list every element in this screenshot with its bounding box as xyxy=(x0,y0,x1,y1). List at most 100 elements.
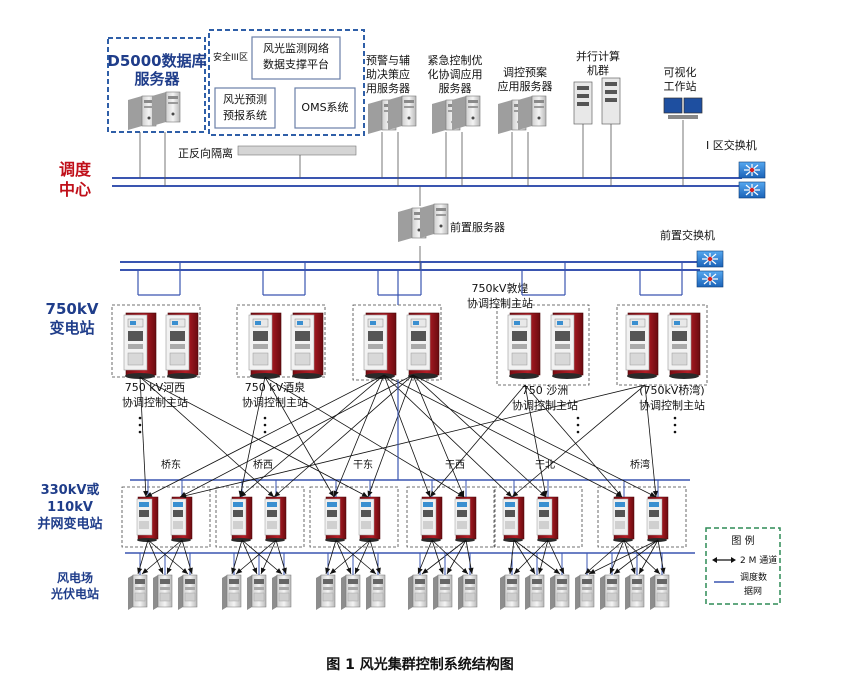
control-cabinet-icon xyxy=(123,312,157,380)
arrow-head-icon xyxy=(609,567,615,574)
ellipsis-dot xyxy=(138,416,142,420)
arrow-head-icon xyxy=(231,567,237,574)
arrow-head-icon xyxy=(653,567,660,574)
substation-box xyxy=(406,486,496,548)
arrow-head-icon xyxy=(281,567,287,574)
channel-link xyxy=(139,376,147,498)
arrow-head-icon xyxy=(505,490,512,497)
plant-cabinet-icon xyxy=(549,574,570,611)
station-750-subtitle: 协调控制主站 xyxy=(467,296,533,310)
zone1-switch-label: I 区交换机 xyxy=(706,138,757,152)
arrow-head-icon xyxy=(346,567,351,574)
channel-link xyxy=(141,539,183,575)
channel-link xyxy=(524,384,623,498)
control-cabinet-icon xyxy=(550,312,584,380)
legend-item2-2: 据网 xyxy=(744,585,762,597)
front-server-icon-2 xyxy=(419,203,449,239)
station-box xyxy=(352,304,442,381)
plan-label-2: 应用服务器 xyxy=(498,79,553,93)
channel-link xyxy=(412,374,465,498)
kv330-label-3: 并网变电站 xyxy=(37,516,102,532)
arrow-head-icon xyxy=(539,491,546,497)
wind-solar-plants xyxy=(127,539,670,611)
channel-link xyxy=(383,374,513,498)
channel-link xyxy=(367,374,414,498)
plan-server-icon-2 xyxy=(517,95,547,131)
wind-label-2: 光伏电站 xyxy=(50,586,99,601)
warning-label-3: 用服务器 xyxy=(366,82,410,95)
oms-box xyxy=(294,87,356,129)
station-750-name: (750kV桥湾) xyxy=(639,383,704,397)
zone1-switch-icon-2 xyxy=(738,181,766,199)
channel-link xyxy=(179,384,646,498)
channel-link xyxy=(333,374,385,498)
arrow-head-icon xyxy=(559,567,564,574)
front-switch-icon xyxy=(696,250,724,268)
channel-link xyxy=(264,376,465,498)
arrow-head-icon xyxy=(468,567,474,574)
arrow-head-icon xyxy=(375,567,381,574)
station-750-name: 750 沙洲 xyxy=(522,384,569,397)
zone1-switch-icon xyxy=(738,161,766,179)
channel-link xyxy=(145,374,385,498)
ellipsis-dot xyxy=(576,423,580,427)
channel-link xyxy=(260,539,277,575)
channel-link xyxy=(513,539,561,575)
channel-link xyxy=(524,384,547,498)
kv750-label-2: 变电站 xyxy=(49,319,94,337)
substation-cabinet-icon xyxy=(170,496,193,543)
plant-cabinet-icon xyxy=(365,574,386,611)
plan-label: 调控预案 xyxy=(503,65,547,79)
channel-link xyxy=(139,376,369,498)
plant-cabinet-icon xyxy=(407,574,428,611)
arrow-head-icon xyxy=(236,568,243,574)
ellipsis-dot xyxy=(673,416,677,420)
arrow-head-icon xyxy=(512,491,519,497)
db-server-icon xyxy=(127,95,157,131)
plant-cabinet-icon xyxy=(340,574,361,611)
arrow-head-icon xyxy=(542,490,548,497)
db-server-icon-2 xyxy=(151,91,181,127)
station-750-name: 750 kV河西 xyxy=(125,381,185,394)
plant-cabinet-icon xyxy=(574,574,595,611)
arrow-head-icon xyxy=(514,567,521,574)
legend-box xyxy=(705,527,781,605)
figure-caption: 图 1 风光集群控制系统结构图 xyxy=(326,656,514,673)
station-box xyxy=(616,304,708,386)
arrow-head-icon xyxy=(457,491,464,497)
channel-link xyxy=(273,374,414,498)
platform-label-2: 数据支撑平台 xyxy=(263,57,329,71)
isolation-label: 正反向隔离 xyxy=(178,146,233,160)
substation-box xyxy=(493,486,583,548)
arrow-head-icon xyxy=(422,568,429,574)
front-switch-label: 前置交换机 xyxy=(660,228,715,242)
plant-cabinet-icon xyxy=(315,574,336,611)
channel-link xyxy=(264,376,335,498)
station-750-subtitle: 协调控制主站 xyxy=(639,398,705,412)
substation-cabinet-icon xyxy=(230,496,253,543)
channel-link xyxy=(241,539,258,575)
channel-link xyxy=(335,539,377,575)
arrow-head-icon xyxy=(187,567,193,574)
substation-box xyxy=(215,486,305,548)
top-drop-lines xyxy=(139,120,684,206)
parallel-label-2: 机群 xyxy=(587,63,609,77)
arrow-head-icon xyxy=(355,567,360,574)
control-cabinet-icon xyxy=(625,312,659,380)
platform-box xyxy=(251,36,341,80)
substation-name: 桥东 xyxy=(161,458,181,471)
substation-name: 桥西 xyxy=(253,459,273,471)
db-server-label-2: 服务器 xyxy=(134,70,180,88)
zone3-box xyxy=(208,29,365,136)
channel-link xyxy=(239,376,266,498)
plant-cabinet-icon xyxy=(457,574,478,611)
channel-link xyxy=(147,539,189,575)
channel-link xyxy=(446,539,467,575)
legend-item1: 2 M 通道 xyxy=(740,554,777,566)
channel-link xyxy=(335,539,352,575)
control-cabinet-icon xyxy=(406,312,440,380)
emergency-server-icon-2 xyxy=(451,95,481,131)
arrow-head-icon xyxy=(367,490,373,497)
channel-link xyxy=(638,539,659,575)
